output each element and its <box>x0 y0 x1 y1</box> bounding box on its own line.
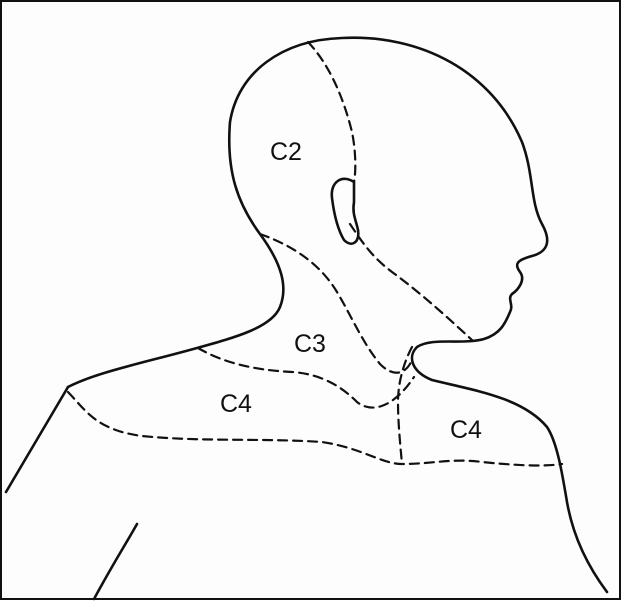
label-c4-chest: C4 <box>450 416 482 444</box>
arm-outline <box>94 524 137 599</box>
c2-upper-boundary <box>308 42 355 182</box>
head-outline <box>68 38 607 592</box>
c2-c3-neck-boundary <box>260 234 412 373</box>
label-c4-shoulder: C4 <box>220 390 252 418</box>
left-shoulder-outline <box>6 387 68 492</box>
label-c3: C3 <box>294 330 326 358</box>
label-c2: C2 <box>270 138 302 166</box>
c2-c3-jaw-boundary <box>350 224 472 340</box>
ear-outline <box>332 179 359 244</box>
c4-lower-boundary <box>68 392 562 465</box>
